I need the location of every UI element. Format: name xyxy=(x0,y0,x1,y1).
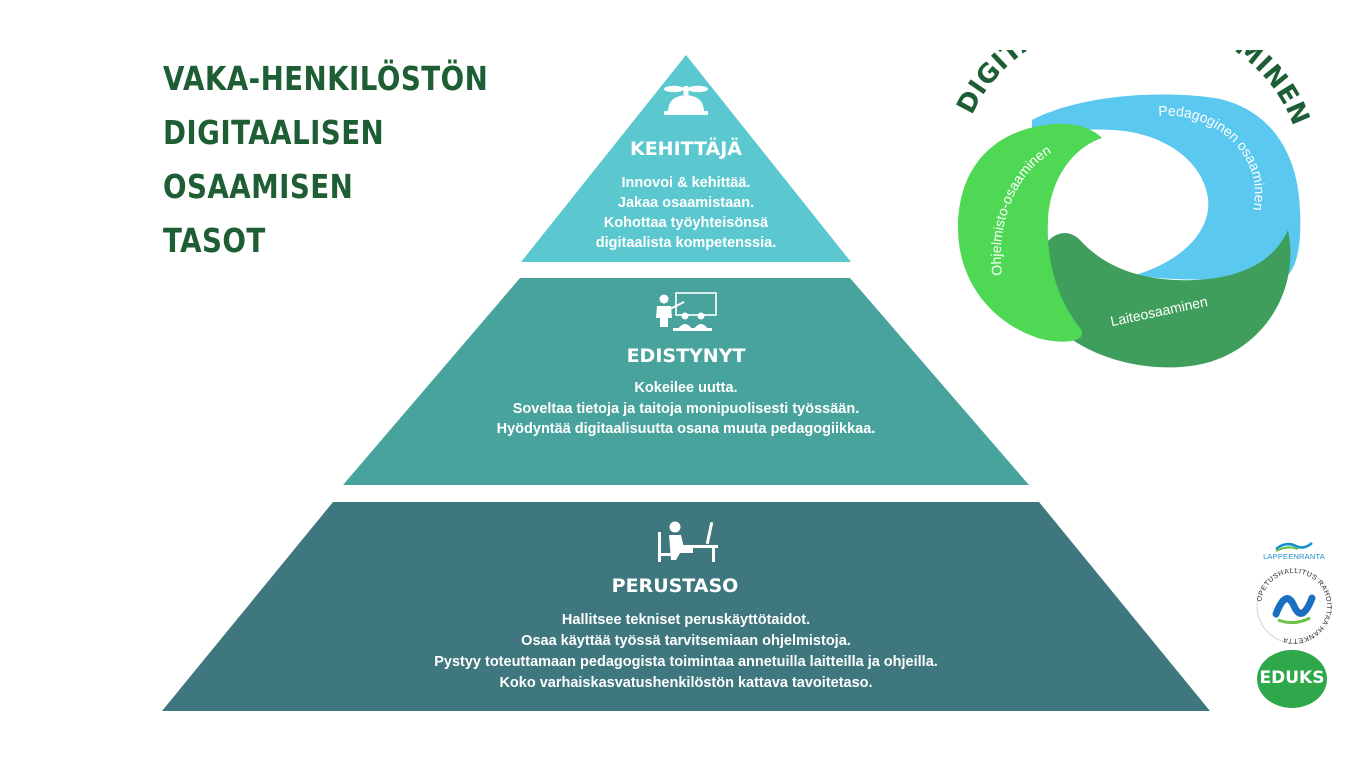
eduks-logo: EDUKS xyxy=(1257,650,1327,708)
lappeenranta-label: LAPPEENRANTA xyxy=(1263,552,1325,561)
swirl-segment-software xyxy=(958,123,1102,342)
page-title: VAKA-HENKILÖSTÖN DIGITAALISEN OSAAMISEN … xyxy=(163,52,550,268)
swirl-segment-device xyxy=(1035,230,1291,368)
opetushallitus-logo: OPETUSHALLITUS RAHOITTAA HANKETTA xyxy=(1256,568,1331,644)
level-line: Osaa käyttää työssä tarvitsemiaan ohjelm… xyxy=(521,633,851,649)
title-line: VAKA-HENKILÖSTÖN xyxy=(163,59,489,98)
eduks-label: EDUKS xyxy=(1259,668,1325,688)
level-line: Pystyy toteuttamaan pedagogista toiminta… xyxy=(434,654,938,670)
level-line: Hallitsee tekniset peruskäyttötaidot. xyxy=(562,612,810,628)
level-line: Koko varhaiskasvatushenkilöstön kattava … xyxy=(499,675,872,691)
level-perustaso: PERUSTASO Hallitsee tekniset peruskäyttö… xyxy=(162,502,1210,711)
title-line: DIGITAALISEN xyxy=(163,113,385,152)
level-title: KEHITTÄJÄ xyxy=(630,136,742,160)
level-line: digitaalista kompetenssia. xyxy=(596,235,777,251)
level-title: EDISTYNYT xyxy=(627,345,746,367)
lappeenranta-logo: LAPPEENRANTA xyxy=(1257,540,1331,561)
title-line: TASOT xyxy=(163,221,266,260)
title-line: OSAAMISEN xyxy=(163,167,354,206)
person-at-computer-icon xyxy=(658,521,718,562)
level-line: Kokeilee uutta. xyxy=(634,380,737,396)
wave-icon xyxy=(1275,542,1313,552)
level-line: Kohottaa työyhteisönsä xyxy=(604,215,769,231)
level-line: Soveltaa tietoja ja taitoja monipuolises… xyxy=(513,401,860,417)
level-title: PERUSTASO xyxy=(612,575,739,597)
pyramid-tier-top xyxy=(521,55,851,262)
propeller-cap-icon xyxy=(664,85,708,115)
pyramid-tier-base xyxy=(162,502,1210,711)
teacher-whiteboard-icon xyxy=(656,292,717,331)
pyramid-tier-middle xyxy=(343,278,1029,485)
level-kehittaja: KEHITTÄJÄ Innovoi & kehittää. Jakaa osaa… xyxy=(521,55,851,262)
swirl-segment-pedagogical xyxy=(1032,94,1301,280)
level-line: Jakaa osaamistaan. xyxy=(618,195,754,211)
digital-competence-swirl: DIGITAALINEN OSAAMINEN Ohjelmisto-osaami… xyxy=(951,50,1315,368)
level-edistynyt: EDISTYNYT Kokeilee uutta. Soveltaa tieto… xyxy=(343,278,1029,485)
level-line: Hyödyntää digitaalisuutta osana muuta pe… xyxy=(497,421,876,437)
level-line: Innovoi & kehittää. xyxy=(622,175,751,191)
